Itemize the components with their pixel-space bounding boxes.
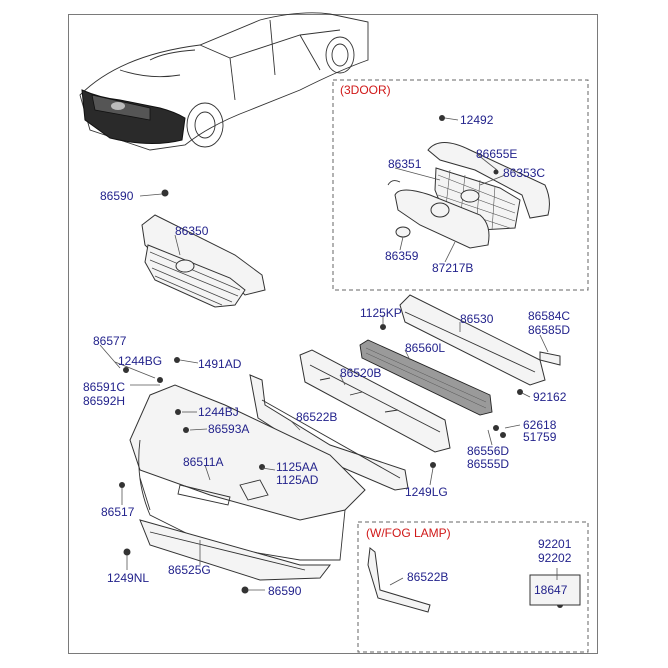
callout-12492: 12492 bbox=[460, 113, 494, 127]
callout-92201: 92201 bbox=[538, 537, 572, 551]
callout-1491ad: 1491AD bbox=[198, 357, 242, 371]
callout-86591c: 86591C bbox=[83, 380, 126, 394]
energy-absorber bbox=[299, 349, 451, 453]
callout-86592h: 86592H bbox=[83, 394, 126, 408]
callout-1125ad: 1125AD bbox=[276, 473, 319, 487]
fog-lamp-title: (W/FOG LAMP) bbox=[366, 526, 451, 540]
callout-92162: 92162 bbox=[533, 390, 567, 404]
callout-1125kp: 1125KP bbox=[360, 306, 402, 320]
callout-86555d: 86555D bbox=[467, 457, 510, 471]
callout-86590-lower: 86590 bbox=[268, 584, 302, 598]
lower-grille-mesh bbox=[359, 339, 493, 416]
callout-86522b: 86522B bbox=[296, 410, 338, 424]
callout-86359: 86359 bbox=[385, 249, 419, 263]
callout-86520b: 86520B bbox=[340, 366, 382, 380]
callout-51759: 51759 bbox=[523, 430, 557, 444]
callout-1125aa: 1125AA bbox=[276, 460, 318, 474]
fog-lamp-box bbox=[357, 521, 589, 653]
callout-86590-upper: 86590 bbox=[100, 189, 134, 203]
callout-1249lg: 1249LG bbox=[405, 485, 448, 499]
callout-86556d: 86556D bbox=[467, 444, 510, 458]
callout-86560l: 86560L bbox=[405, 341, 446, 355]
radiator-grille bbox=[141, 189, 266, 308]
callout-92202: 92202 bbox=[538, 551, 572, 565]
fog-lamp-part bbox=[529, 574, 581, 606]
callout-86593a: 86593A bbox=[208, 422, 250, 436]
bumper-cover bbox=[129, 384, 366, 581]
callout-86584c: 86584C bbox=[528, 309, 571, 323]
callout-86585d: 86585D bbox=[528, 323, 571, 337]
callout-86525g: 86525G bbox=[168, 563, 211, 577]
three-door-grille bbox=[387, 115, 550, 249]
callout-1249nl: 1249NL bbox=[107, 571, 150, 585]
callout-86517: 86517 bbox=[101, 505, 135, 519]
car-illustration bbox=[79, 12, 369, 151]
three-door-title: (3DOOR) bbox=[340, 83, 391, 97]
callout-62618: 62618 bbox=[523, 418, 557, 432]
callout-86530: 86530 bbox=[460, 312, 494, 326]
callout-86351: 86351 bbox=[388, 157, 422, 171]
callout-86511a: 86511A bbox=[183, 455, 224, 469]
callout-86350: 86350 bbox=[175, 224, 209, 238]
leader-lines bbox=[99, 117, 558, 591]
three-door-box bbox=[332, 79, 589, 291]
callout-1244bj: 1244BJ bbox=[198, 405, 239, 419]
callout-18647: 18647 bbox=[534, 583, 568, 597]
callout-86353c: 86353C bbox=[503, 166, 546, 180]
callout-86522b-fog: 86522B bbox=[407, 570, 449, 584]
callout-86577: 86577 bbox=[93, 334, 127, 348]
callout-1244bg: 1244BG bbox=[118, 354, 163, 368]
callout-87217b: 87217B bbox=[432, 261, 474, 275]
bumper-beam bbox=[380, 294, 561, 395]
callout-86655e: 86655E bbox=[476, 147, 518, 161]
fog-lamp-bracket bbox=[367, 547, 431, 613]
